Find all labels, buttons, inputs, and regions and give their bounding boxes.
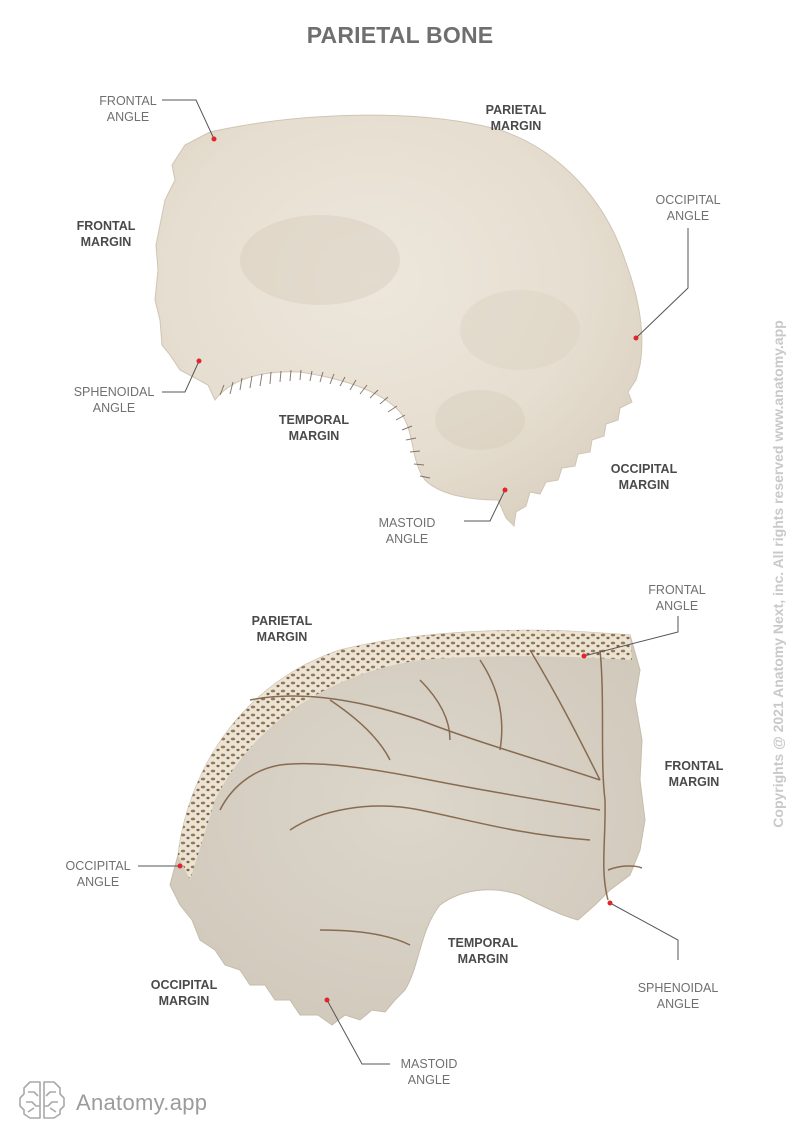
label-frontal-angle-bottom: FRONTAL ANGLE — [648, 583, 706, 613]
marker-occipital-angle-top — [633, 335, 639, 341]
marker-sphenoidal-angle-top — [196, 358, 202, 364]
label-temporal-margin-bottom: TEMPORAL MARGIN — [447, 936, 519, 966]
marker-frontal-angle-top — [211, 136, 217, 142]
label-mastoid-angle-top: MASTOID ANGLE — [378, 516, 436, 546]
label-occipital-angle-bottom: OCCIPITAL ANGLE — [65, 859, 131, 889]
brand-logo[interactable]: Anatomy.app — [18, 1078, 207, 1127]
label-sphenoidal-angle-top: SPHENOIDAL ANGLE — [73, 385, 155, 415]
label-frontal-margin-bottom: FRONTAL MARGIN — [664, 759, 724, 789]
brain-icon — [18, 1078, 66, 1127]
external-surface-view — [154, 114, 643, 528]
label-parietal-margin-top: PARIETAL MARGIN — [485, 103, 547, 133]
marker-frontal-angle-bottom — [581, 653, 587, 659]
label-parietal-margin-bottom: PARIETAL MARGIN — [251, 614, 313, 644]
label-temporal-margin-top: TEMPORAL MARGIN — [278, 413, 350, 443]
label-mastoid-angle-bottom: MASTOID ANGLE — [400, 1057, 458, 1087]
marker-mastoid-angle-bottom — [324, 997, 330, 1003]
label-occipital-angle-top: OCCIPITAL ANGLE — [655, 193, 721, 223]
label-frontal-angle-top: FRONTAL ANGLE — [99, 94, 157, 124]
brand-name: Anatomy.app — [76, 1089, 208, 1115]
label-frontal-margin-top: FRONTAL MARGIN — [76, 219, 136, 249]
label-sphenoidal-angle-bottom: SPHENOIDAL ANGLE — [637, 981, 719, 1011]
label-occipital-margin-top: OCCIPITAL MARGIN — [610, 462, 678, 492]
marker-occipital-angle-bottom — [177, 863, 183, 869]
internal-surface-view — [169, 629, 646, 1026]
label-occipital-margin-bottom: OCCIPITAL MARGIN — [150, 978, 218, 1008]
copyright-notice: Copyrights @ 2021 Anatomy Next, inc. All… — [770, 320, 786, 828]
marker-mastoid-angle-top — [502, 487, 508, 493]
marker-sphenoidal-angle-bottom — [607, 900, 613, 906]
page-title: PARIETAL BONE — [306, 22, 494, 48]
